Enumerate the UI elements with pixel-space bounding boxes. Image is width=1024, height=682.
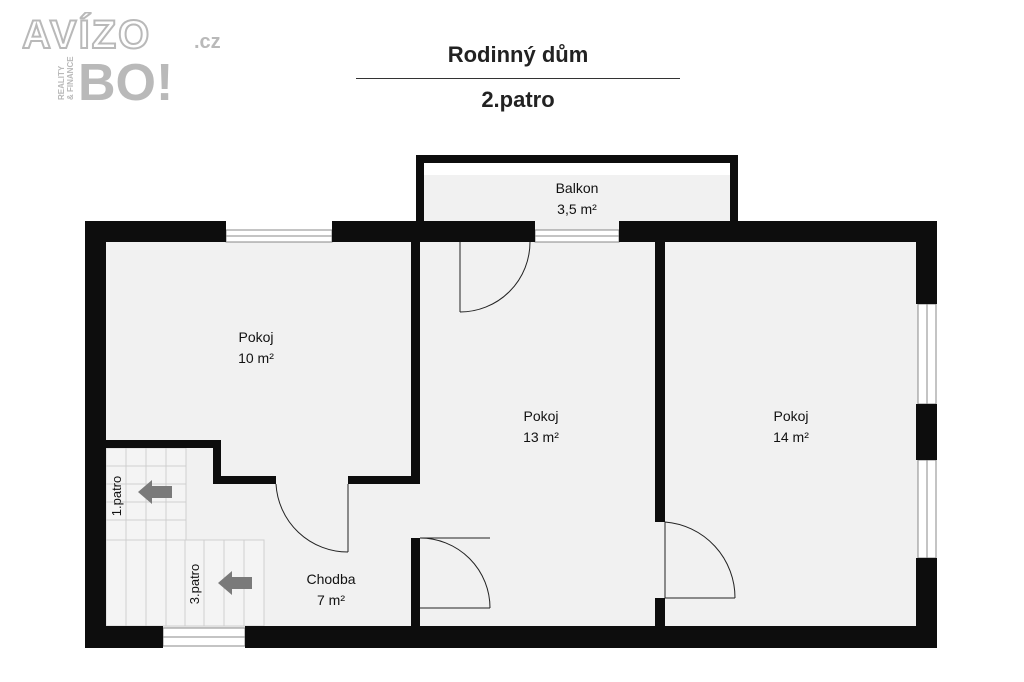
logo-brand-bottom: BO! [78,54,173,107]
room-pokoj-middle-area: 13 m² [523,429,559,445]
arrow-left-icon [218,571,252,595]
room-balkon-name: Balkon [556,180,599,196]
plan-floor: 2.patro [481,87,555,112]
logo-tagline-2: & FINANCE [66,56,75,100]
logo-brand-top: AVÍZO [22,12,151,57]
room-pokoj-left-name: Pokoj [238,329,273,345]
logo-tagline-1: REALITY [57,65,66,100]
stair-label-1-patro: 1.patro [109,476,124,516]
door-left-room [275,483,349,553]
stair-label-3-patro: 3.patro [187,564,202,604]
door-right-room [664,521,736,599]
walls [85,155,937,648]
avizo-bo-logo: AVÍZO .cz REALITY & FINANCE BO! [22,12,221,107]
door-balcony [459,241,531,313]
doors [275,241,736,609]
room-pokoj-middle-name: Pokoj [523,408,558,424]
header-divider [356,78,680,79]
door-middle-room [419,537,491,609]
room-pokoj-right-area: 14 m² [773,429,809,445]
room-chodba-name: Chodba [306,571,355,587]
logo-brand-domain: .cz [194,31,221,53]
floor-area [105,175,918,628]
room-balkon-area: 3,5 m² [557,201,597,217]
stair-arrows [138,480,252,595]
room-pokoj-right-name: Pokoj [773,408,808,424]
room-pokoj-left-area: 10 m² [238,350,274,366]
plan-title: Rodinný dům [447,42,589,67]
plan-header: Rodinný dům 2.patro [356,40,680,115]
room-chodba-area: 7 m² [317,592,345,608]
arrow-left-icon [138,480,172,504]
